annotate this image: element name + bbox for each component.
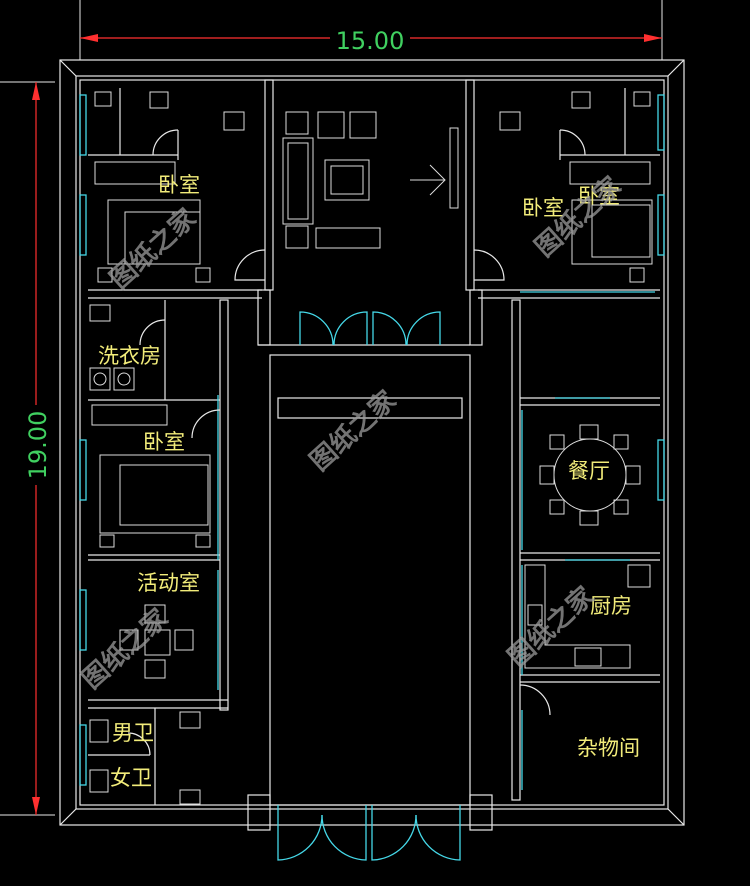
bedroom-w-furniture: [91, 404, 211, 548]
room-label-mens-wc: 男卫: [112, 721, 154, 745]
room-label-bedroom-ne-1: 卧室: [522, 196, 564, 220]
height-dimension-label: 19.00: [24, 411, 52, 480]
room-label-activity-room: 活动室: [137, 571, 200, 595]
width-dimension-label: 15.00: [336, 27, 405, 55]
dimension-top: 15.00: [79, 0, 663, 60]
room-label-kitchen: 厨房: [590, 594, 632, 618]
room-label-bedroom-w: 卧室: [143, 430, 185, 454]
watermark: 图纸之家: [502, 581, 600, 674]
dining-furniture: [539, 424, 641, 526]
room-label-dining: 餐厅: [568, 459, 610, 483]
activity-room-furniture: [119, 604, 194, 679]
laundry-furniture: [89, 304, 135, 391]
bedroom-nw-furniture: [94, 91, 245, 283]
living-room-furniture: [282, 111, 459, 249]
bedroom-ne-furniture: [499, 91, 653, 283]
room-label-storage: 杂物间: [577, 736, 640, 760]
dimension-left: 19.00: [0, 81, 55, 816]
interior-walls: [88, 79, 660, 831]
doors: [127, 129, 586, 861]
room-label-laundry: 洗衣房: [98, 344, 161, 368]
room-label-bedroom-nw: 卧室: [158, 173, 200, 197]
room-labels: 卧室 卧室 卧室 洗衣房 卧室 活动室 餐厅 厨房 杂物间 男卫 女卫: [98, 173, 640, 790]
toilet-furniture: [89, 711, 201, 805]
windows: [79, 94, 665, 790]
kitchen-furniture: [524, 564, 651, 669]
room-label-womens-wc: 女卫: [110, 766, 152, 790]
watermark: 图纸之家: [104, 203, 202, 296]
watermark: 图纸之家: [76, 603, 174, 696]
room-label-bedroom-ne-2: 卧室: [578, 184, 620, 208]
